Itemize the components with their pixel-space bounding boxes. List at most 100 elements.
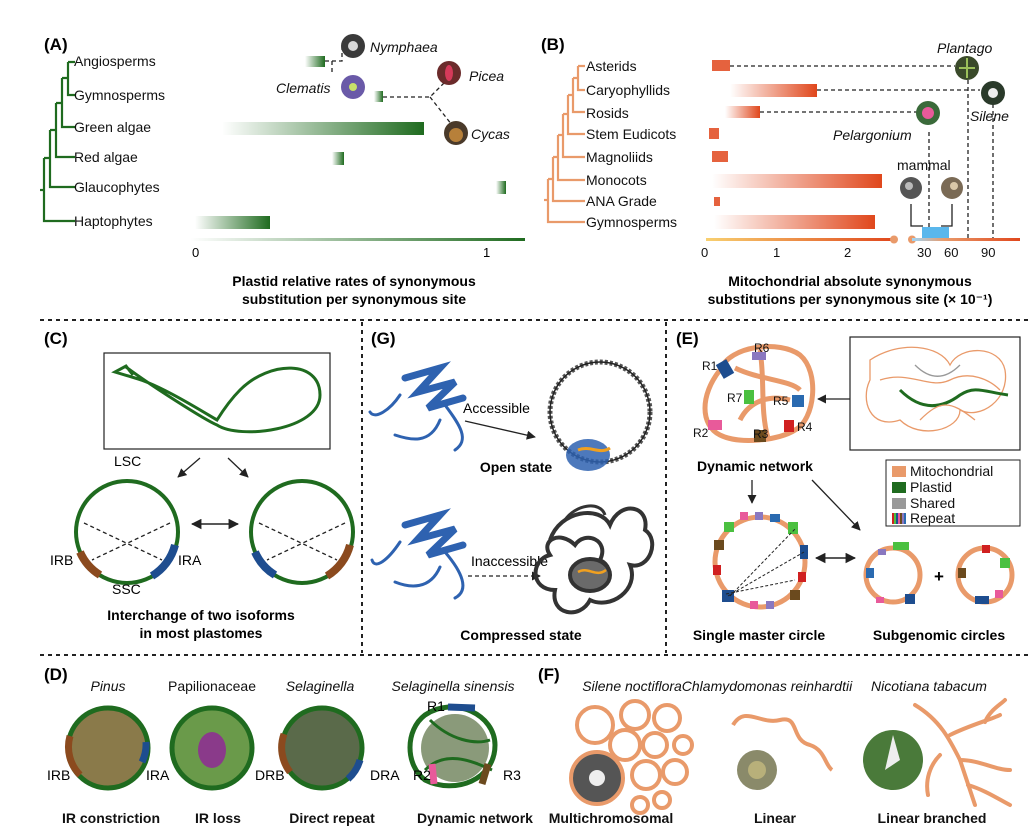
species-picea: Picea [469, 68, 504, 84]
label-open-state: Open state [480, 459, 553, 475]
d-label-drb: DRB [255, 767, 285, 783]
panel-b-tree [544, 64, 585, 224]
repeat-r5: R5 [773, 394, 789, 408]
panel-a-connectors [325, 47, 453, 126]
panel-g-tag: (G) [371, 329, 396, 348]
panel-b-axis-left [706, 238, 894, 241]
taxon-papilionaceae: Papilionaceae [168, 678, 256, 694]
clade-gymnosperms: Gymnosperms [74, 87, 165, 103]
panel-d: (D) Pinus Papilionaceae Selaginella Sela… [44, 665, 533, 826]
panel-e: (E) R1 R2 R3 R4 R5 R6 R7 [676, 329, 1021, 643]
label-ssc: SSC [112, 581, 141, 597]
panel-c-tag: (C) [44, 329, 68, 348]
legend-plastid: Plastid [910, 479, 952, 495]
label-lsc: LSC [114, 453, 141, 469]
caption-direct-repeat: Direct repeat [289, 810, 375, 826]
tick-b-2: 2 [844, 245, 851, 260]
clade-haptophytes: Haptophytes [74, 213, 153, 229]
mammal-bracket [910, 204, 953, 227]
species-nymphaea: Nymphaea [370, 39, 438, 55]
bar-caryophyllids [730, 84, 817, 97]
clade-asterids: Asterids [586, 58, 637, 74]
species-clematis: Clematis [276, 80, 330, 96]
panel-b-xlabel-1: Mitochondrial absolute synonymous [728, 273, 972, 289]
label-dynamic-network: Dynamic network [697, 458, 813, 474]
panel-c-caption-1: Interchange of two isoforms [107, 607, 295, 623]
caption-dynamic-network: Dynamic network [417, 810, 533, 826]
clade-stem-eudicots: Stem Eudicots [586, 126, 676, 142]
bound-protein [566, 439, 611, 471]
linear-genome [731, 713, 834, 772]
taxon-selaginella-sinensis: Selaginella sinensis [392, 678, 515, 694]
isoform-2-irb [324, 543, 354, 580]
legend-repeat: Repeat [910, 510, 955, 526]
label-irb: IRB [50, 552, 73, 568]
bar-angiosperms [305, 56, 325, 67]
panel-d-tag: (D) [44, 665, 68, 684]
bar-stem-eudicots [709, 128, 719, 139]
taxon-chlamydomonas: Chlamydomonas reinhardtii [682, 678, 853, 694]
selaginella-sinensis-photo [421, 714, 489, 782]
caption-ir-constriction: IR constriction [62, 810, 160, 826]
bar-ana-grade [714, 197, 720, 206]
clade-magnoliids: Magnoliids [586, 149, 653, 165]
protein-structure-top [368, 361, 467, 452]
selaginella-photo [284, 710, 360, 786]
master-circle-repeats [713, 512, 808, 609]
panel-g: (G) Accessible Inaccessible [368, 329, 655, 643]
legend-shared: Shared [910, 495, 955, 511]
tick-a-1: 1 [483, 245, 490, 260]
panel-a-tree [40, 60, 75, 223]
species-cycas: Cycas [471, 126, 510, 142]
repeat-r3: R3 [753, 427, 769, 441]
bar-gymnosperms [374, 91, 383, 102]
clade-glaucophytes: Glaucophytes [74, 179, 160, 195]
plastome-isoform-2 [249, 479, 355, 585]
label-single-master: Single master circle [693, 627, 826, 643]
subgenomic-circle-1 [863, 545, 923, 605]
label-compressed-state: Compressed state [460, 627, 582, 643]
bar-red-algae [332, 152, 344, 165]
bar-gymnosperms-b [714, 215, 875, 229]
bar-haptophytes [195, 216, 270, 229]
isoform-2-ira [251, 550, 278, 579]
mammal-label: mammal [897, 157, 951, 173]
panel-a: (A) Angiosperms Gymnosperms Green algae … [40, 34, 525, 307]
clade-red-algae: Red algae [74, 149, 138, 165]
clade-monocots: Monocots [586, 172, 647, 188]
linear-branched-genome [913, 698, 1012, 807]
caption-linear: Linear [754, 810, 797, 826]
panel-a-tag: (A) [44, 35, 68, 54]
tick-b-30: 30 [917, 245, 931, 260]
taxon-nicotiana: Nicotiana tabacum [871, 678, 987, 694]
d-label-r3: R3 [503, 767, 521, 783]
panel-a-xlabel-1: Plastid relative rates of synonymous [232, 273, 476, 289]
clade-ana-grade: ANA Grade [586, 193, 657, 209]
taxon-silene-noctiflora: Silene noctiflora [582, 678, 682, 694]
plastome-isoform-1 [74, 479, 180, 585]
label-ira: IRA [178, 552, 202, 568]
arrow-c-right [227, 457, 249, 478]
panel-e-tag: (E) [676, 329, 699, 348]
mammal-bar [922, 227, 949, 239]
species-pelargonium: Pelargonium [833, 127, 912, 143]
repeat-r4: R4 [797, 420, 813, 434]
repeat-r2: R2 [693, 426, 709, 440]
species-silene: Silene [970, 108, 1009, 124]
label-accessible: Accessible [463, 400, 530, 416]
tick-b-90: 90 [981, 245, 995, 260]
plastome-ir-loss [169, 705, 255, 791]
panel-b-connectors [730, 65, 994, 238]
arrow-c-left [177, 457, 201, 478]
caption-multichromosomal: Multichromosomal [549, 810, 673, 826]
multichromosomal-circles [575, 699, 694, 815]
panel-b-xlabel-2: substitutions per synonymous site (× 10⁻… [708, 291, 993, 307]
taxon-pinus: Pinus [90, 678, 125, 694]
clade-green-algae: Green algae [74, 119, 151, 135]
bar-green-algae [222, 122, 424, 135]
d-label-r2: R2 [413, 767, 431, 783]
label-subgenomic: Subgenomic circles [873, 627, 1005, 643]
clade-gymnosperms-b: Gymnosperms [586, 214, 677, 230]
clade-rosids: Rosids [586, 105, 629, 121]
